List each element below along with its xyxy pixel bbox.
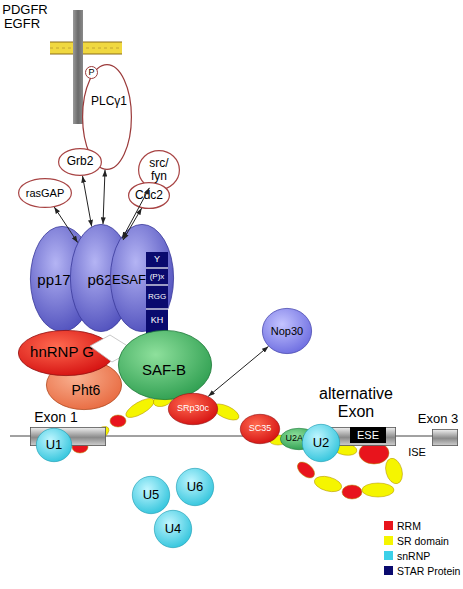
node-label: hnRNP G (30, 344, 94, 361)
sr-domain (123, 395, 157, 421)
box-outline (350, 427, 386, 443)
node-label: (P)x (150, 272, 165, 281)
legend-text: snRNP (397, 551, 430, 562)
node-label: Y (154, 255, 160, 265)
protein-node: Y (P)xRGG KH (146, 252, 168, 334)
ellipse-outline (154, 510, 191, 547)
domain-divider (146, 308, 168, 309)
node-label: SAF-B (142, 362, 186, 379)
node-label: rasGAP (26, 187, 65, 199)
ellipse-outline (176, 468, 213, 505)
legend-text: SR domain (397, 536, 449, 547)
protein-node: rasGAP (18, 178, 72, 208)
node-label: pp17 (37, 272, 70, 289)
protein-node: P (85, 66, 98, 79)
rrm-domain (110, 415, 126, 427)
cell-membrane (50, 42, 122, 54)
ellipse-outline (168, 393, 217, 424)
ellipse-outline (240, 414, 279, 443)
receptor-bar (73, 10, 83, 124)
legend-swatch (384, 566, 393, 575)
rrm-domain (342, 485, 362, 499)
node-label: Grb2 (67, 155, 94, 168)
ellipse-outline (46, 360, 121, 409)
sr-domain (313, 474, 344, 495)
node-label: p62 (87, 272, 112, 289)
protein-node: SC35 (240, 414, 280, 444)
node-label: Pht6 (72, 383, 101, 398)
legend-text: RRM (397, 521, 421, 532)
protein-node: U2 (302, 424, 340, 462)
double-arrow (208, 346, 268, 396)
protein-node: ESAF Y (P)xRGG KH (110, 224, 174, 332)
sr-domain (383, 456, 405, 485)
sr-domain (362, 483, 394, 497)
node-label: RGG (148, 293, 166, 302)
ellipse-outline (36, 428, 71, 461)
node-label: U1 (46, 438, 63, 452)
legend-text: STAR Protein (397, 566, 460, 577)
legend-swatch (384, 536, 393, 545)
ellipse-outline (118, 330, 211, 399)
node-label: U6 (187, 480, 204, 494)
ellipse-outline (19, 179, 72, 208)
protein-node: U1 (36, 428, 72, 462)
protein-node: Grb2 (58, 148, 102, 176)
protein-node: Exon 3 (432, 429, 458, 446)
node-label: SRp30c (177, 404, 209, 414)
free-label: EGFR (4, 17, 40, 31)
node-label: Nop30 (271, 325, 303, 337)
free-label: ISE (408, 446, 426, 458)
legend-swatch (384, 521, 393, 530)
ellipse-outline (129, 183, 170, 209)
protein-node: U4 (154, 510, 192, 548)
node-label: Exon 3 (418, 412, 458, 426)
domain-divider (146, 267, 168, 268)
ellipse-outline (18, 330, 113, 375)
protein-node: hnRNP G (18, 330, 114, 376)
node-label: Exon 1 (34, 410, 78, 425)
node-label: alternative Exon (313, 385, 399, 420)
node-label: src/ fyn (144, 157, 174, 183)
protein-node: SRp30c (168, 393, 218, 425)
free-label: PDGFR (2, 3, 48, 17)
domain-divider (146, 284, 168, 285)
node-label: KH (151, 316, 164, 326)
legend-swatch (384, 551, 393, 560)
node-label: Cdc2 (135, 189, 163, 202)
protein-node: U6 (176, 468, 214, 506)
node-label: PLCγ1 (91, 95, 127, 108)
node-shape (432, 429, 458, 446)
membrane-edge (50, 42, 122, 43)
box-outline (432, 429, 457, 445)
ellipse-outline (132, 476, 169, 513)
double-arrow (83, 176, 92, 227)
ellipse-outline (302, 424, 339, 461)
node-label: ESE (357, 429, 379, 441)
ellipse-outline (59, 149, 102, 176)
membrane-midline (50, 48, 122, 49)
protein-node: SAF-B (118, 330, 212, 400)
node-label: U4 (165, 522, 182, 536)
ellipse-outline (86, 67, 98, 79)
ellipse-outline (262, 308, 311, 353)
node-label: SC35 (249, 424, 272, 434)
rrm-domain (294, 459, 317, 481)
protein-node: Nop30 (262, 308, 312, 354)
node-label: ESAF (112, 273, 146, 287)
node-label: U5 (143, 488, 160, 502)
node-label: U2 (313, 436, 330, 450)
double-arrow (103, 170, 105, 224)
protein-node: ESE (350, 427, 386, 443)
box-outline (146, 252, 168, 334)
node-label: P (88, 68, 94, 78)
protein-node: U5 (132, 476, 170, 514)
protein-node: Cdc2 (128, 182, 170, 209)
membrane-edge (50, 54, 122, 55)
